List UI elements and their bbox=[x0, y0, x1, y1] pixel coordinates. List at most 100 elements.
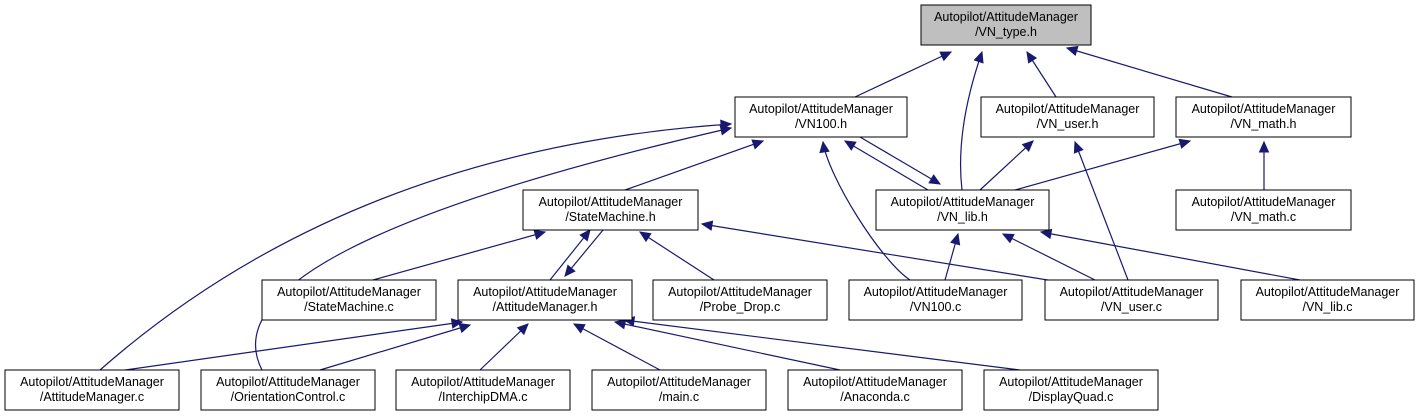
node-vn100-h[interactable]: Autopilot/AttitudeManager/VN100.h bbox=[734, 96, 908, 138]
node-file-label: /VN_math.h bbox=[1230, 117, 1296, 131]
node-vn-type-h[interactable]: Autopilot/AttitudeManager/VN_type.h bbox=[920, 4, 1092, 46]
node-file-label: /Anaconda.c bbox=[840, 390, 910, 404]
arrowhead-vn_type_h bbox=[939, 51, 953, 62]
node-path-label: Autopilot/AttitudeManager bbox=[1192, 195, 1336, 209]
arrowhead-statemachine_h bbox=[533, 229, 547, 240]
node-vn100-c[interactable]: Autopilot/AttitudeManager/VN100.c bbox=[848, 279, 1023, 321]
node-file-label: /VN_lib.h bbox=[937, 210, 988, 224]
node-file-label: /VN100.c bbox=[910, 300, 961, 314]
node-file-label: /VN_lib.c bbox=[1302, 300, 1352, 314]
node-box bbox=[875, 189, 1050, 231]
node-box bbox=[920, 4, 1092, 46]
node-box bbox=[1175, 189, 1352, 231]
edge-vn100_h-to-vn_type_h bbox=[854, 51, 952, 98]
node-vn-user-h[interactable]: Autopilot/AttitudeManager/VN_user.h bbox=[980, 96, 1155, 138]
node-file-label: /VN_user.c bbox=[1101, 300, 1162, 314]
edge-attitudemanager_c-to-attitudemanager_h bbox=[124, 321, 463, 371]
arrowhead-vn_math_h bbox=[1178, 138, 1192, 149]
node-displayquad-c[interactable]: Autopilot/AttitudeManager/DisplayQuad.c bbox=[983, 369, 1159, 411]
arrowhead-statemachine_h bbox=[638, 231, 652, 243]
node-path-label: Autopilot/AttitudeManager bbox=[1192, 102, 1336, 116]
arrowhead-vn_user_h bbox=[1073, 140, 1084, 154]
arrowhead-vn100_h bbox=[843, 140, 857, 151]
edge-vn_lib_h-to-vn100_h bbox=[844, 140, 929, 191]
node-box bbox=[395, 369, 571, 411]
node-path-label: Autopilot/AttitudeManager bbox=[607, 375, 751, 389]
node-path-label: Autopilot/AttitudeManager bbox=[668, 285, 812, 299]
node-path-label: Autopilot/AttitudeManager bbox=[539, 195, 683, 209]
node-box bbox=[734, 96, 908, 138]
edge-attitudemanager_c-to-vn100_h bbox=[99, 123, 732, 371]
edge-layer bbox=[99, 45, 1301, 371]
arrowhead-attitudemanager_h bbox=[613, 319, 627, 330]
node-file-label: /Probe_Drop.c bbox=[700, 300, 781, 314]
edge-statemachine_h-to-vn100_h bbox=[624, 140, 764, 191]
arrowhead-vn100_h bbox=[819, 140, 830, 154]
arrowhead-attitudemanager_h bbox=[516, 323, 529, 336]
node-path-label: Autopilot/AttitudeManager bbox=[277, 285, 421, 299]
arrowhead-vn100_h bbox=[751, 139, 765, 150]
node-box bbox=[1175, 96, 1352, 138]
edge-vn_lib_h-to-vn_type_h bbox=[960, 51, 983, 191]
node-file-label: /StateMachine.c bbox=[304, 300, 394, 314]
node-orientation-c[interactable]: Autopilot/AttitudeManager/OrientationCon… bbox=[200, 369, 376, 411]
node-probe-drop-c[interactable]: Autopilot/AttitudeManager/Probe_Drop.c bbox=[652, 279, 828, 321]
node-file-label: /AttitudeManager.h bbox=[493, 300, 598, 314]
arrowhead-vn_type_h bbox=[1026, 50, 1038, 64]
edge-vn_user_c-to-vn_user_h bbox=[1074, 141, 1129, 281]
node-path-label: Autopilot/AttitudeManager bbox=[20, 375, 164, 389]
edge-probe_drop_c-to-statemachine_h bbox=[639, 231, 715, 281]
edge-vn_lib_h-to-vn_user_h bbox=[979, 140, 1034, 191]
edge-vn_user_c-to-statemachine_h bbox=[701, 223, 1061, 283]
edge-interchipdma_c-to-attitudemanager_h bbox=[479, 323, 529, 371]
edge-anaconda_c-to-attitudemanager_h bbox=[614, 321, 841, 371]
node-path-label: Autopilot/AttitudeManager bbox=[934, 10, 1078, 24]
node-box bbox=[200, 369, 376, 411]
arrowhead-attitudemanager_h bbox=[450, 318, 464, 329]
arrowhead-attitudemanager_h bbox=[458, 322, 472, 334]
node-box bbox=[980, 96, 1155, 138]
node-interchipdma-c[interactable]: Autopilot/AttitudeManager/InterchipDMA.c bbox=[395, 369, 571, 411]
node-anaconda-c[interactable]: Autopilot/AttitudeManager/Anaconda.c bbox=[787, 369, 963, 411]
edge-vn_math_h-to-vn_type_h bbox=[1066, 47, 1233, 98]
node-box bbox=[983, 369, 1159, 411]
arrowhead-attitudemanager_h bbox=[572, 323, 586, 334]
node-vn-user-c[interactable]: Autopilot/AttitudeManager/VN_user.c bbox=[1044, 279, 1219, 321]
edge-vn_lib_c-to-vn_lib_h bbox=[1040, 231, 1301, 281]
node-file-label: /DisplayQuad.c bbox=[1029, 390, 1114, 404]
node-file-label: /AttitudeManager.c bbox=[40, 390, 144, 404]
arrowhead-vn_lib_h bbox=[950, 232, 961, 246]
node-path-label: Autopilot/AttitudeManager bbox=[1256, 285, 1400, 299]
node-path-label: Autopilot/AttitudeManager bbox=[749, 102, 893, 116]
node-main-c[interactable]: Autopilot/AttitudeManager/main.c bbox=[591, 369, 767, 411]
node-file-label: /OrientationControl.c bbox=[231, 390, 346, 404]
node-file-label: /StateMachine.h bbox=[565, 210, 655, 224]
node-path-label: Autopilot/AttitudeManager bbox=[803, 375, 947, 389]
node-vn-math-h[interactable]: Autopilot/AttitudeManager/VN_math.h bbox=[1175, 96, 1352, 138]
node-attitudemanager-c[interactable]: Autopilot/AttitudeManager/AttitudeManage… bbox=[4, 369, 180, 411]
node-file-label: /VN_math.c bbox=[1231, 210, 1296, 224]
node-vn-lib-h[interactable]: Autopilot/AttitudeManager/VN_lib.h bbox=[875, 189, 1050, 231]
edge-displayquad_c-to-attitudemanager_h bbox=[623, 319, 1021, 371]
node-box bbox=[522, 189, 699, 231]
node-box bbox=[787, 369, 963, 411]
node-vn-lib-c[interactable]: Autopilot/AttitudeManager/VN_lib.c bbox=[1240, 279, 1415, 321]
node-box bbox=[652, 279, 828, 321]
node-vn-math-c[interactable]: Autopilot/AttitudeManager/VN_math.c bbox=[1175, 189, 1352, 231]
node-statemachine-c[interactable]: Autopilot/AttitudeManager/StateMachine.c bbox=[261, 279, 437, 321]
edge-vn100_h-to-vn_lib_h bbox=[859, 136, 941, 185]
node-box bbox=[591, 369, 767, 411]
node-path-label: Autopilot/AttitudeManager bbox=[1060, 285, 1204, 299]
arrowhead-attitudemanager_h bbox=[564, 264, 576, 277]
node-file-label: /VN100.h bbox=[795, 117, 847, 131]
node-attitudemanager-h[interactable]: Autopilot/AttitudeManager/AttitudeManage… bbox=[457, 279, 633, 321]
node-statemachine-h[interactable]: Autopilot/AttitudeManager/StateMachine.h bbox=[522, 189, 699, 231]
edge-vn_user_c-to-vn_lib_h bbox=[1002, 233, 1096, 281]
node-box bbox=[1044, 279, 1219, 321]
edge-main_c-to-attitudemanager_h bbox=[573, 323, 661, 371]
node-path-label: Autopilot/AttitudeManager bbox=[473, 285, 617, 299]
node-path-label: Autopilot/AttitudeManager bbox=[864, 285, 1008, 299]
arrowhead-statemachine_h bbox=[579, 229, 591, 242]
node-box bbox=[1240, 279, 1415, 321]
node-layer: Autopilot/AttitudeManager/VN_type.hAutop… bbox=[4, 4, 1415, 411]
